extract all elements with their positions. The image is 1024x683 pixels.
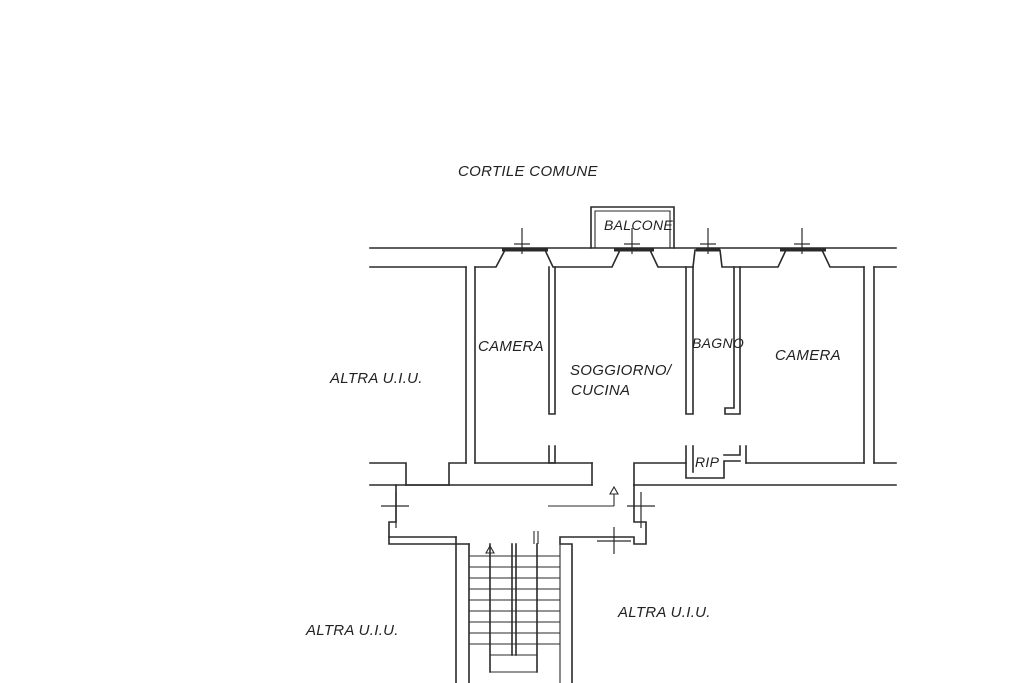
balcony-label: BALCONE (604, 217, 673, 233)
other-unit-left-label: ALTRA U.I.U. (329, 370, 423, 387)
bathroom-label: BAGNO (692, 335, 744, 351)
window-markers (502, 228, 826, 254)
corridor (369, 484, 897, 683)
other-unit-bottom-left-label: ALTRA U.I.U. (305, 622, 399, 639)
staircase (469, 531, 561, 683)
stair-treads (469, 555, 560, 645)
bedroom-right-label: CAMERA (775, 347, 841, 364)
bedroom-left-label: CAMERA (478, 338, 544, 355)
other-unit-bottom-right-label: ALTRA U.I.U. (617, 604, 711, 621)
courtyard-label: CORTILE COMUNE (458, 163, 598, 180)
stair-direction-arrow (485, 544, 495, 554)
interior-walls (474, 266, 897, 486)
closet-label: RIP (695, 454, 720, 470)
living-label-line2: CUCINA (571, 382, 630, 399)
balcony-outline (590, 206, 675, 249)
living-label-line1: SOGGIORNO/ (570, 362, 673, 379)
